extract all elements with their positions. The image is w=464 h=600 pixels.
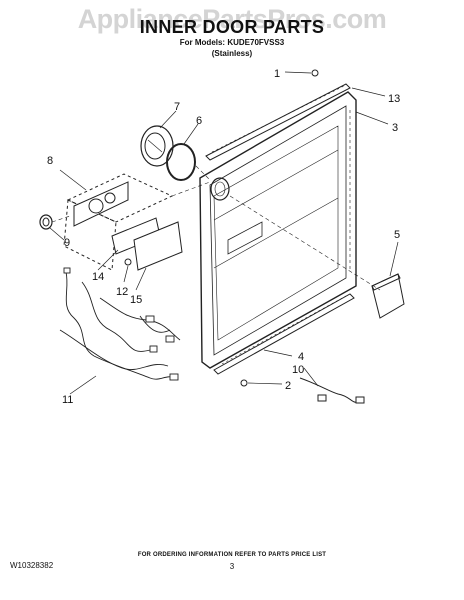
callout-4: 4 — [298, 351, 304, 363]
dispenser-lid — [140, 125, 174, 167]
top-trim-strip — [205, 83, 351, 161]
board-clip — [124, 258, 132, 266]
callout-10: 10 — [292, 364, 304, 376]
callout-14: 14 — [92, 271, 104, 283]
wire-harness-small — [299, 377, 365, 404]
callout-5: 5 — [394, 229, 400, 241]
callout-11: 11 — [62, 394, 73, 406]
callout-3: 3 — [392, 122, 398, 134]
assembly-guide-lines — [51, 165, 381, 291]
price-list-note: FOR ORDERING INFORMATION REFER TO PARTS … — [137, 552, 327, 558]
model-line: For Models: KUDE70FVSS3 — [179, 38, 285, 47]
inner-door-panel — [199, 91, 357, 369]
callout-9: 9 — [64, 237, 70, 249]
finish-line: (Stainless) — [211, 49, 253, 58]
board-cover — [133, 221, 183, 271]
callout-2: 2 — [285, 380, 291, 392]
callout-13: 13 — [388, 93, 400, 105]
watermark: AppliancePartsPros.com — [77, 4, 387, 34]
callout-15: 15 — [130, 294, 142, 306]
callout-7: 7 — [174, 101, 180, 113]
callout-6: 6 — [196, 115, 202, 127]
bottom-trim-strip — [213, 293, 355, 375]
screw-top — [311, 69, 319, 77]
callout-leaders — [49, 71, 399, 395]
document-number: W10328382 — [10, 561, 54, 570]
screw-bottom — [240, 379, 248, 387]
control-knob — [39, 214, 53, 230]
callout-8: 8 — [47, 155, 53, 167]
control-bracket — [371, 273, 405, 319]
page-number: 3 — [229, 562, 235, 571]
main-wire-harness — [59, 267, 181, 381]
callout-12: 12 — [116, 286, 128, 298]
page-title: INNER DOOR PARTS — [139, 17, 325, 37]
dispenser-seal — [166, 143, 196, 181]
callout-1: 1 — [274, 68, 280, 80]
